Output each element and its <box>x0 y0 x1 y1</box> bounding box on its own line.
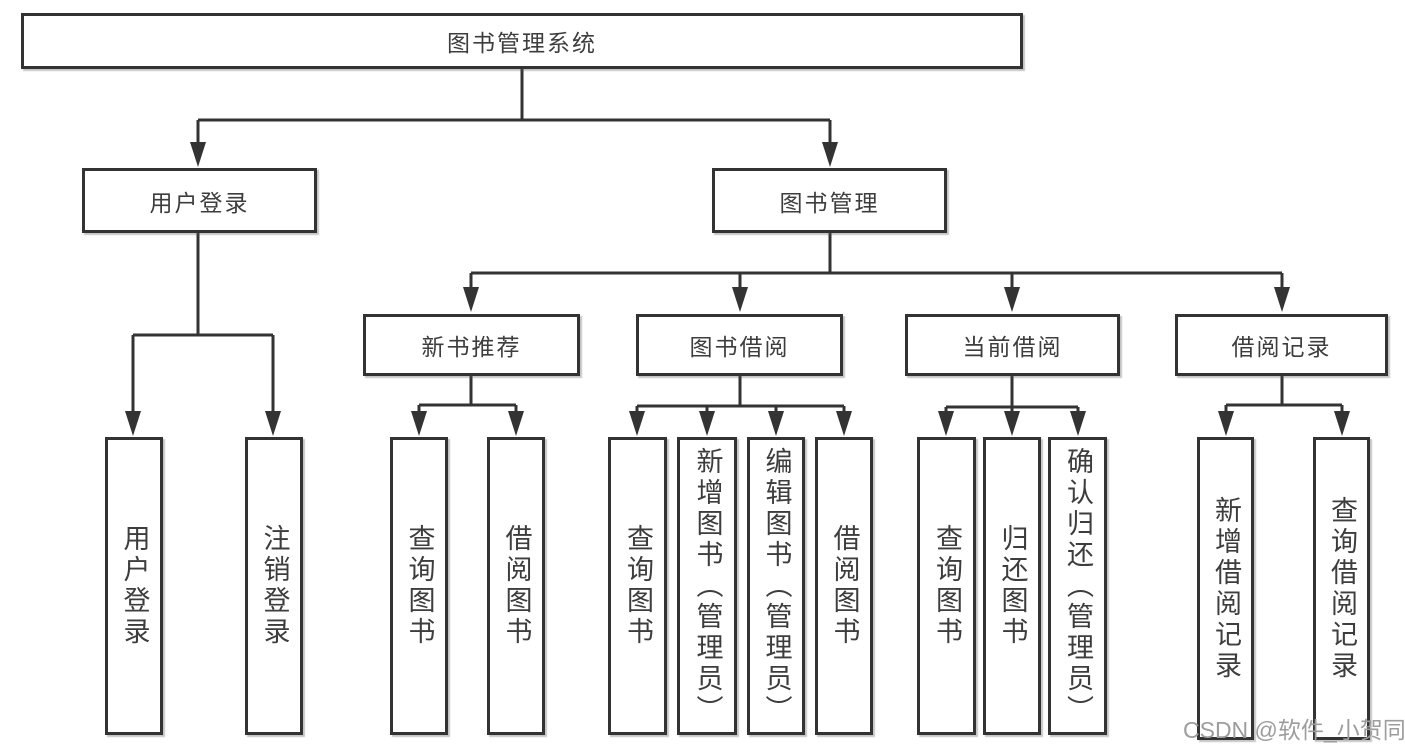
leaf-borrow-books: 借阅图书 <box>815 437 873 735</box>
node-root: 图书管理系统 <box>21 13 1023 69</box>
leaf-edit-book-admin-label: 编辑图书（管理员） <box>761 446 792 726</box>
leaf-confirm-return-admin-label: 确认归还（管理员） <box>1063 446 1093 726</box>
leaf-query-books-borrow: 查询图书 <box>608 437 667 735</box>
leaf-borrow-books-recommend: 借阅图书 <box>487 437 545 735</box>
leaf-query-books-recommend-label: 查询图书 <box>404 524 435 648</box>
node-new-book-recommend: 新书推荐 <box>363 314 580 376</box>
leaf-add-borrow-record-label: 新增借阅记录 <box>1211 495 1241 682</box>
node-user-login-label: 用户登录 <box>149 189 250 216</box>
node-user-login: 用户登录 <box>82 168 317 233</box>
leaf-add-book-admin: 新增图书（管理员） <box>677 437 737 735</box>
leaf-borrow-books-label: 借阅图书 <box>829 524 860 648</box>
node-book-borrow-label: 图书借阅 <box>689 334 790 360</box>
leaf-logout: 注销登录 <box>245 437 303 735</box>
node-borrow-records: 借阅记录 <box>1175 314 1388 376</box>
node-root-label: 图书管理系统 <box>447 30 597 56</box>
leaf-user-login-label: 用户登录 <box>119 524 150 648</box>
leaf-query-books-recommend: 查询图书 <box>390 437 448 735</box>
leaf-query-books-current-label: 查询图书 <box>932 524 962 648</box>
node-book-management: 图书管理 <box>712 168 947 233</box>
node-new-book-recommend-label: 新书推荐 <box>421 334 522 360</box>
leaf-query-borrow-record: 查询借阅记录 <box>1313 437 1370 740</box>
node-book-borrow: 图书借阅 <box>636 314 843 376</box>
leaf-confirm-return-admin: 确认归还（管理员） <box>1048 437 1107 735</box>
leaf-return-book-label: 归还图书 <box>997 524 1028 648</box>
leaf-return-book: 归还图书 <box>983 437 1041 735</box>
node-current-borrow-label: 当前借阅 <box>962 334 1063 360</box>
leaf-add-book-admin-label: 新增图书（管理员） <box>692 446 723 726</box>
node-book-management-label: 图书管理 <box>779 189 880 216</box>
leaf-add-borrow-record: 新增借阅记录 <box>1197 437 1254 740</box>
node-borrow-records-label: 借阅记录 <box>1231 334 1332 360</box>
leaf-query-books-current: 查询图书 <box>917 437 976 735</box>
leaf-borrow-books-recommend-label: 借阅图书 <box>501 524 532 648</box>
leaf-query-books-borrow-label: 查询图书 <box>623 524 653 648</box>
leaf-user-login: 用户登录 <box>105 437 163 735</box>
leaf-query-borrow-record-label: 查询借阅记录 <box>1327 495 1357 682</box>
node-current-borrow: 当前借阅 <box>905 314 1120 376</box>
leaf-logout-label: 注销登录 <box>259 524 290 648</box>
csdn-watermark: CSDN @软件_小贺同学 <box>1183 717 1405 743</box>
leaf-edit-book-admin: 编辑图书（管理员） <box>747 437 805 735</box>
